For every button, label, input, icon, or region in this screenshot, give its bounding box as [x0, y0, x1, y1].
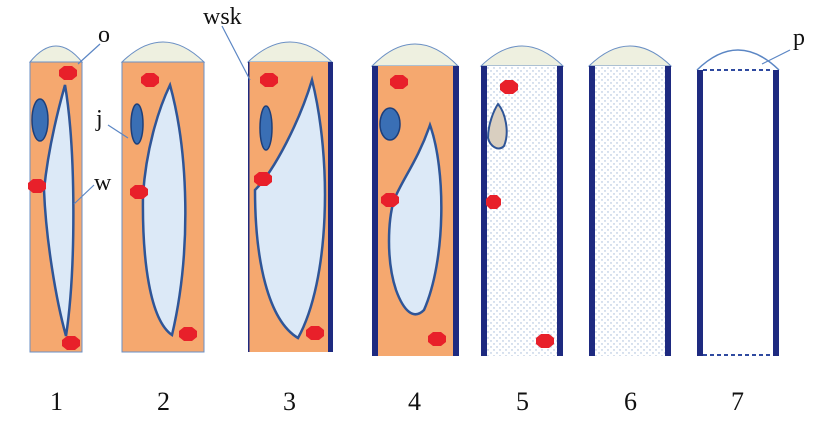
nucleus-3	[259, 105, 273, 151]
vacuole-1	[42, 84, 75, 337]
lumen-7	[697, 70, 779, 356]
label-p: p	[793, 25, 805, 51]
nucleus-4	[379, 107, 401, 141]
granule-5c	[536, 334, 554, 348]
stage-number-7: 7	[731, 387, 744, 416]
granule-4b	[381, 193, 399, 207]
wall-3-right	[328, 62, 333, 352]
vacuole-3	[253, 75, 327, 340]
granule-1c	[62, 336, 80, 350]
cell-stage-5	[479, 45, 565, 356]
wall-4-right	[453, 66, 459, 356]
leader-wsk	[221, 25, 251, 81]
leader-w	[73, 184, 95, 205]
cell-stage-1	[28, 45, 84, 353]
wall-4-left	[372, 66, 378, 356]
stage-number-4: 4	[408, 387, 421, 416]
granule-2c	[179, 327, 197, 341]
granule-2b	[130, 185, 148, 199]
wall-3-left	[248, 62, 250, 352]
cell-stage-2	[120, 41, 206, 353]
granule-2a	[141, 73, 159, 87]
granule-3b	[254, 172, 272, 186]
granule-3a	[260, 73, 278, 87]
cell-stage-4	[370, 43, 460, 356]
cap-6	[587, 45, 673, 67]
wall-5-right	[557, 66, 563, 356]
wall-6-left	[589, 66, 595, 356]
cell-stage-3	[246, 41, 334, 352]
wall-7-right	[773, 70, 779, 356]
cell-stage-7	[696, 49, 780, 356]
nucleus-remnant-5	[486, 102, 508, 150]
leader-j	[107, 124, 129, 139]
cap-1	[28, 45, 84, 63]
granule-1b	[28, 179, 46, 193]
leader-o	[77, 43, 101, 65]
granule-3c	[306, 326, 324, 340]
nucleus-2	[130, 103, 144, 145]
nucleus-1	[31, 98, 49, 142]
granule-1a	[59, 66, 77, 80]
vacuole-2	[141, 81, 187, 338]
stage-number-1: 1	[50, 387, 63, 416]
stage-number-5: 5	[516, 387, 529, 416]
label-o: o	[98, 22, 110, 48]
cap-4	[370, 43, 460, 67]
stage-number-6: 6	[624, 387, 637, 416]
label-w: w	[94, 170, 112, 196]
cap-7	[696, 49, 780, 71]
cap-5	[479, 45, 565, 67]
lumen-5	[481, 66, 563, 356]
wall-5-left	[481, 66, 487, 356]
vacuole-4	[387, 121, 443, 316]
lumen-6	[589, 66, 671, 356]
leader-p	[761, 49, 791, 65]
label-j: j	[95, 106, 103, 132]
cap-3	[246, 41, 334, 63]
wall-6-right	[665, 66, 671, 356]
stage-number-2: 2	[157, 387, 170, 416]
stage-number-3: 3	[283, 387, 296, 416]
label-wsk: wsk	[203, 4, 242, 30]
granule-4c	[428, 332, 446, 346]
granule-4a	[390, 75, 408, 89]
granule-5a	[500, 80, 518, 94]
granule-5b	[486, 195, 501, 209]
cell-stage-6	[587, 45, 673, 356]
wall-7-left	[697, 70, 703, 356]
cap-2	[120, 41, 206, 63]
